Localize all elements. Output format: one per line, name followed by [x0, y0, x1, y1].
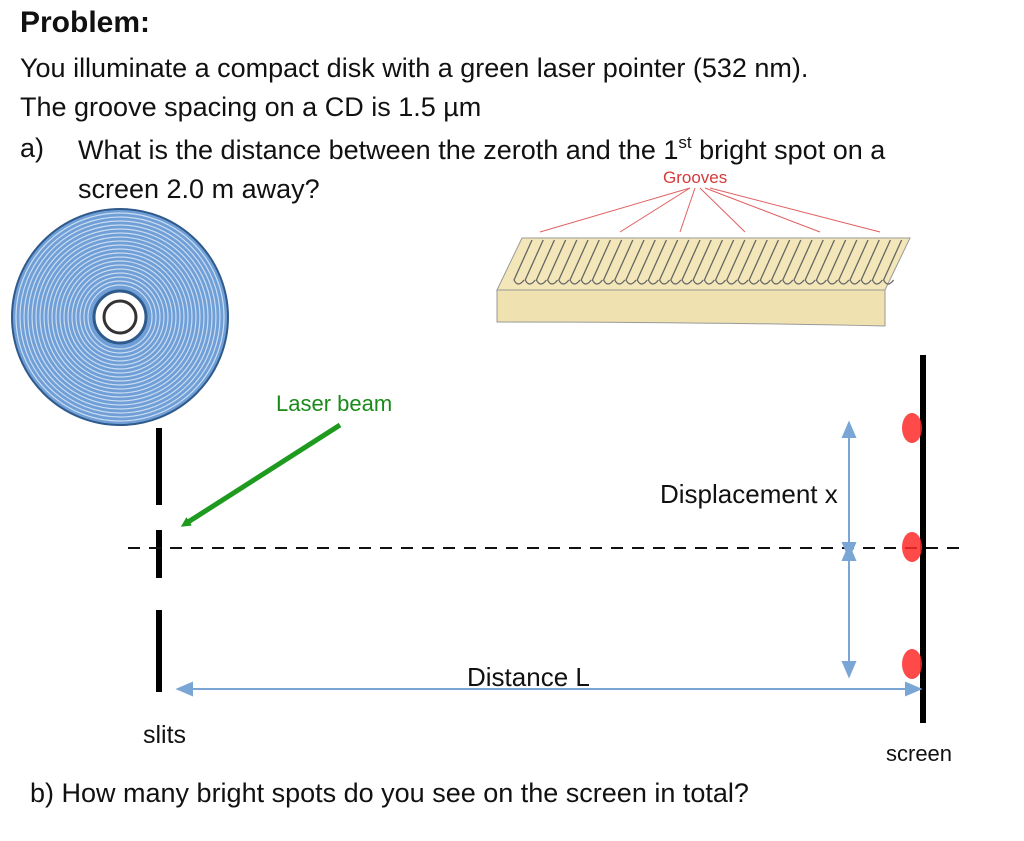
groove-stroke	[569, 239, 589, 285]
cd-track-ring	[31, 228, 209, 406]
groove-cross-section	[496, 237, 911, 327]
cd-track-ring	[79, 276, 161, 358]
part-a-superscript: st	[678, 133, 692, 152]
cd-track-ring	[71, 268, 169, 366]
bright-spots	[902, 413, 922, 679]
cd-track-ring	[67, 264, 173, 370]
problem-statement-line2: The groove spacing on a CD is 1.5 µm	[20, 92, 482, 122]
cd-track-ring	[19, 216, 221, 418]
groove-stroke	[546, 239, 567, 285]
groove-stroke	[860, 239, 880, 285]
groove-stroke	[793, 239, 813, 285]
groove-stroke	[535, 239, 555, 285]
grooves-label: Grooves	[663, 168, 728, 187]
groove-stroke	[726, 239, 746, 285]
groove-stroke	[804, 239, 824, 285]
cd-track-ring	[83, 280, 157, 354]
compact-disk-illustration	[11, 208, 229, 426]
laser-beam-arrow	[180, 422, 342, 527]
cd-track-ring	[87, 284, 153, 350]
groove-stroke	[602, 239, 623, 285]
cd-track-ring	[55, 252, 185, 382]
cd-track-ring	[63, 260, 177, 374]
groove-stroke	[591, 239, 611, 285]
part-a-label: a)	[20, 133, 45, 163]
groove-stroke	[670, 239, 690, 285]
groove-stroke	[815, 239, 835, 285]
groove-stroke	[748, 239, 768, 285]
groove-stroke	[692, 239, 712, 285]
distance-label: Distance L	[467, 662, 590, 692]
cd-track-ring	[27, 224, 213, 410]
groove-stroke	[782, 239, 802, 285]
cd-track-ring	[75, 272, 165, 362]
groove-stroke	[614, 239, 634, 285]
groove-stroke	[826, 239, 847, 285]
groove-stroke	[647, 239, 667, 285]
part-b-question: b) How many bright spots do you see on t…	[30, 778, 749, 808]
groove-stroke	[737, 239, 757, 285]
groove-stroke	[658, 239, 679, 285]
groove-stroke	[770, 239, 791, 285]
distance-arrow	[175, 681, 923, 697]
part-a-continuation: screen 2.0 m away?	[78, 174, 320, 204]
cd-track-ring	[35, 232, 205, 402]
groove-stroke	[838, 239, 858, 285]
cd-track-ring	[23, 220, 217, 414]
displacement-label: Displacement x	[660, 479, 838, 509]
screen-label: screen	[886, 741, 953, 766]
groove-stroke	[558, 239, 578, 285]
cd-track-ring	[15, 212, 225, 422]
groove-stroke	[703, 239, 723, 285]
problem-title: Problem:	[20, 6, 151, 39]
cd-track-ring	[43, 240, 197, 394]
bright-spot-upper	[902, 413, 922, 443]
groove-stroke	[871, 239, 891, 285]
bright-spot-central	[902, 532, 922, 562]
groove-stroke	[681, 239, 701, 285]
laser-beam-label: Laser beam	[276, 391, 393, 416]
groove-stroke	[714, 239, 735, 285]
cd-track-ring	[39, 236, 201, 398]
part-a-question: What is the distance between the zeroth …	[78, 133, 886, 165]
cd-track-ring	[51, 248, 189, 386]
part-a-text-before: What is the distance between the zeroth …	[78, 135, 679, 165]
cd-track-ring	[47, 244, 193, 390]
groove-stroke	[759, 239, 779, 285]
bright-spot-lower	[902, 649, 922, 679]
cd-track-ring	[59, 256, 181, 378]
slits-label: slits	[143, 721, 187, 749]
groove-stroke	[513, 239, 533, 285]
groove-stroke	[580, 239, 600, 285]
displacement-arrows	[841, 420, 857, 679]
grooves-pointer-lines	[539, 187, 881, 233]
part-a-text-after: bright spot on a	[691, 135, 886, 165]
groove-stroke	[636, 239, 656, 285]
groove-stroke	[882, 239, 903, 285]
groove-stroke	[625, 239, 645, 285]
groove-stroke	[524, 239, 544, 285]
problem-statement-line1: You illuminate a compact disk with a gre…	[20, 53, 809, 83]
groove-stroke	[849, 239, 869, 285]
